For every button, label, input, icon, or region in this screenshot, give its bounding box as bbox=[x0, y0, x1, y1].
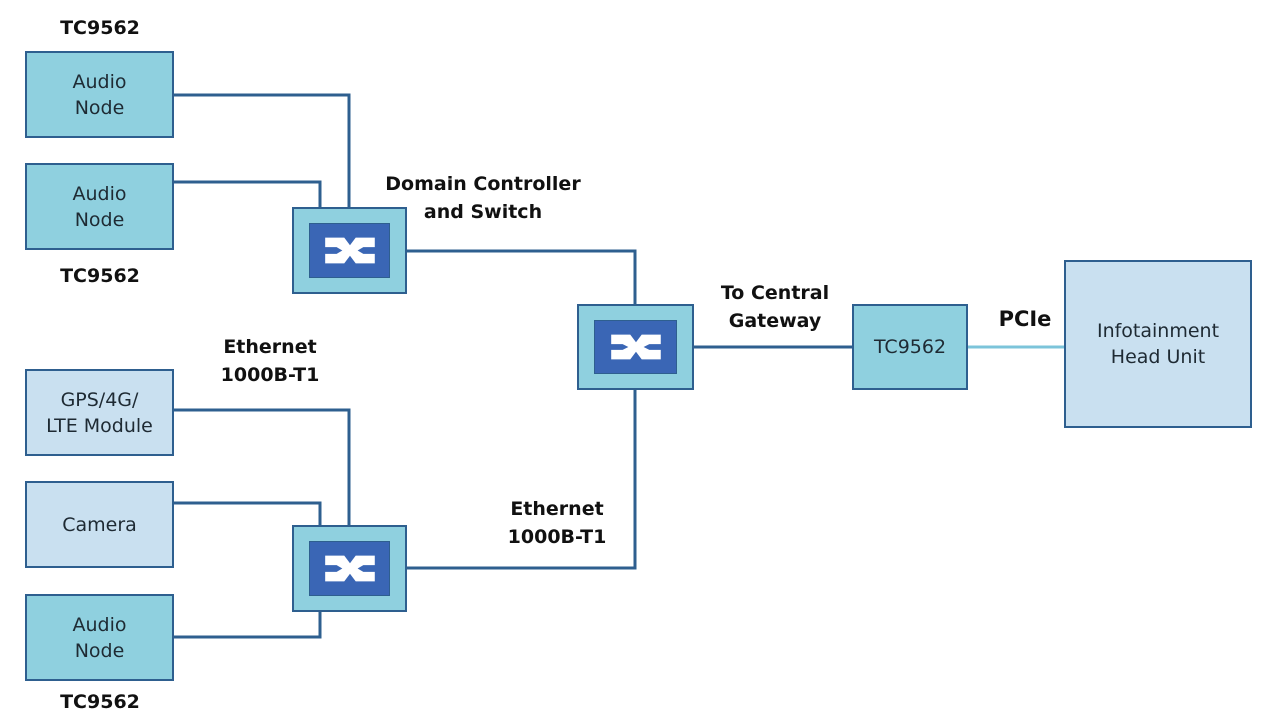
ethernet-label-top: Ethernet 1000B-T1 bbox=[220, 336, 320, 386]
tc9562-bridge-label: TC9562 bbox=[873, 336, 947, 358]
switch-crossover-icon bbox=[325, 237, 375, 264]
to-central-gateway-label: To Central Gateway bbox=[720, 282, 830, 332]
camera-label: Camera bbox=[62, 513, 137, 536]
wire-audio3-switch-bottom bbox=[174, 611, 322, 639]
switch-top bbox=[292, 207, 407, 294]
audio-node-2: Audio Node bbox=[25, 163, 174, 250]
audio-node-1: Audio Node bbox=[25, 51, 174, 138]
infotainment-head-unit: Infotainment Head Unit bbox=[1064, 260, 1252, 428]
audio-node-1-label: Audio Node bbox=[72, 70, 127, 119]
tc9562-label-top: TC9562 bbox=[60, 17, 140, 39]
camera-node: Camera bbox=[25, 481, 174, 568]
tc9562-bridge: TC9562 bbox=[852, 304, 968, 390]
switch-crossover-icon bbox=[611, 334, 661, 360]
gps-lte-module: GPS/4G/ LTE Module bbox=[25, 369, 174, 456]
audio-node-3: Audio Node bbox=[25, 594, 174, 681]
switch-top-inner bbox=[309, 223, 390, 278]
ethernet-label-bottom: Ethernet 1000B-T1 bbox=[507, 498, 607, 548]
audio-node-3-label: Audio Node bbox=[72, 613, 127, 662]
wire-switch-center-bottom bbox=[406, 389, 637, 570]
switch-crossover-icon bbox=[325, 555, 375, 582]
wire-audio1-switch-top bbox=[174, 93, 351, 208]
switch-bottom-inner bbox=[309, 541, 390, 596]
tc9562-label-bottom: TC9562 bbox=[60, 691, 140, 713]
gps-lte-module-label: GPS/4G/ LTE Module bbox=[46, 388, 153, 437]
wire-camera-switch-bottom bbox=[174, 501, 322, 526]
pcie-label: PCIe bbox=[998, 307, 1052, 331]
wire-switch-top-center bbox=[406, 249, 637, 305]
infotainment-head-unit-label: Infotainment Head Unit bbox=[1096, 320, 1220, 368]
switch-center bbox=[577, 304, 694, 390]
audio-node-2-label: Audio Node bbox=[72, 182, 127, 231]
wire-audio2-switch-top bbox=[174, 180, 322, 208]
domain-controller-label: Domain Controller and Switch bbox=[385, 173, 581, 223]
wire-gps-switch-bottom bbox=[174, 408, 351, 526]
switch-bottom bbox=[292, 525, 407, 612]
tc9562-label-mid: TC9562 bbox=[60, 265, 140, 287]
